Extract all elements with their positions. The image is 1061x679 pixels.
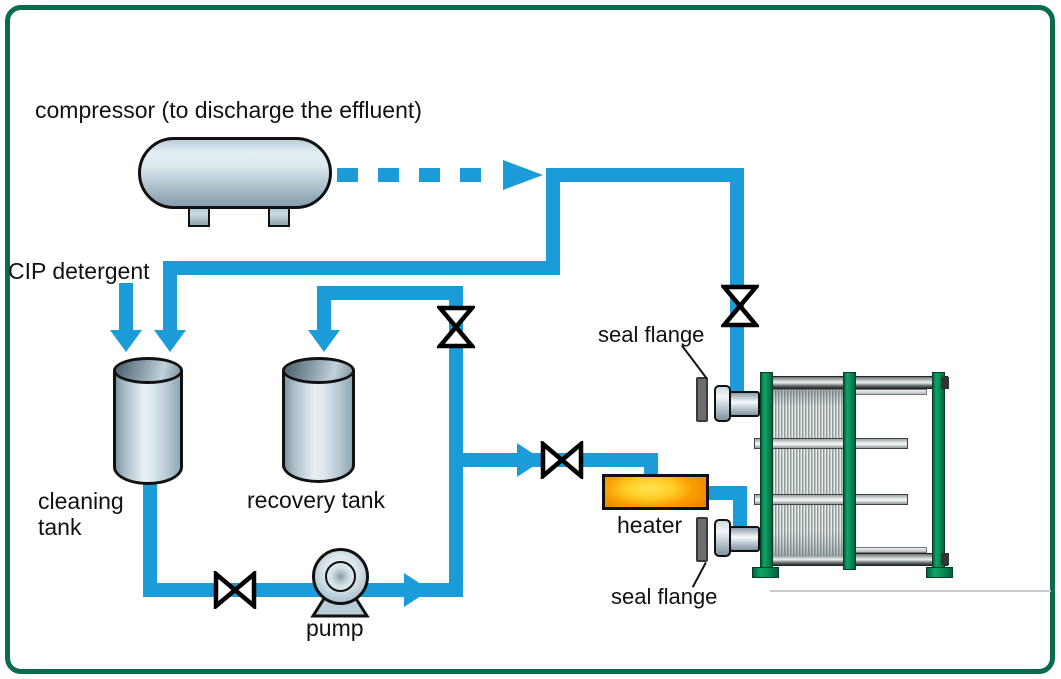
dashed-flow-arrow-icon bbox=[503, 160, 543, 190]
seal-flange-top-label: seal flange bbox=[598, 322, 705, 347]
exchanger-top-port bbox=[729, 391, 760, 417]
pipe-exchanger-feed-vertical bbox=[730, 168, 744, 395]
seal-flange-bottom bbox=[696, 517, 708, 562]
exchanger-plate-pack bbox=[772, 390, 844, 555]
exchanger-frame-column-middle bbox=[843, 372, 856, 570]
recovery-tank-opening bbox=[282, 357, 355, 384]
diagram-border-frame bbox=[5, 5, 1055, 674]
exchanger-frame-column-right bbox=[932, 372, 945, 570]
pipe-junction-vertical bbox=[546, 168, 560, 275]
pump-impeller bbox=[325, 561, 356, 592]
dashed-pipe-segment bbox=[460, 168, 481, 182]
pipe-cleaning-tank-drop bbox=[143, 478, 157, 597]
exchanger-guide-bar bbox=[754, 438, 908, 449]
cleaning-tank-label: cleaning tank bbox=[38, 488, 124, 540]
exchanger-foot-left bbox=[752, 567, 779, 578]
cleaning-tank-label-line1: cleaning bbox=[38, 488, 124, 514]
recovery-tank-label: recovery tank bbox=[247, 487, 386, 513]
pipe-cip-drop bbox=[163, 261, 177, 331]
dashed-pipe-segment bbox=[419, 168, 440, 182]
branch-flow-arrow-icon bbox=[517, 443, 543, 477]
valve-riser-icon bbox=[437, 305, 475, 349]
pipe-branch-elbow bbox=[644, 453, 658, 477]
pipe-riser-vertical bbox=[449, 286, 463, 597]
recovery-tank-body bbox=[282, 370, 355, 483]
exchanger-frame-column-left bbox=[760, 372, 773, 570]
pipe-heater-outlet-vertical bbox=[733, 486, 747, 530]
cleaning-tank-opening bbox=[113, 357, 183, 384]
cleaning-tank-label-line2: tank bbox=[38, 514, 82, 540]
pipe-cip-horizontal bbox=[163, 261, 560, 275]
pipe-detergent-arrow-shaft bbox=[119, 283, 133, 331]
valve-exchanger-feed-icon bbox=[721, 284, 759, 328]
heater-unit bbox=[602, 474, 709, 510]
detergent-flow-arrow-icon bbox=[110, 330, 142, 352]
exchanger-rail-cap bbox=[941, 377, 949, 389]
dashed-pipe-segment bbox=[378, 168, 399, 182]
valve-heater-branch-icon bbox=[540, 441, 584, 479]
pipe-top-horizontal bbox=[546, 168, 744, 182]
recovery-tank-vessel bbox=[282, 357, 355, 483]
recovery-flow-arrow-icon bbox=[308, 330, 340, 352]
exchanger-rail-cap bbox=[941, 553, 949, 565]
pipe-recovery-drop bbox=[317, 286, 331, 331]
cip-detergent-label: CIP detergent bbox=[8, 258, 150, 284]
pipe-recovery-horizontal bbox=[317, 286, 463, 300]
exchanger-bottom-port bbox=[729, 526, 760, 552]
pump-outlet-flow-arrow-icon bbox=[404, 573, 430, 607]
dashed-pipe-segment bbox=[337, 168, 358, 182]
exchanger-bottom-port-flange bbox=[714, 519, 731, 557]
pipe-heater-outlet-horizontal bbox=[708, 486, 736, 500]
exchanger-top-rail bbox=[772, 376, 948, 389]
exchanger-guide-bar bbox=[754, 494, 908, 505]
ground-line bbox=[770, 590, 1051, 592]
cip-line-flow-arrow-icon bbox=[154, 330, 186, 352]
compressor-vessel bbox=[138, 137, 332, 209]
seal-flange-bottom-label: seal flange bbox=[611, 584, 718, 609]
pump-label: pump bbox=[306, 615, 364, 641]
cleaning-tank-vessel bbox=[113, 357, 183, 485]
valve-bottom-line-icon bbox=[213, 571, 257, 609]
seal-flange-top bbox=[696, 377, 708, 422]
compressor-label: compressor (to discharge the effluent) bbox=[35, 97, 422, 123]
cleaning-tank-body bbox=[113, 370, 183, 485]
exchanger-foot-right bbox=[926, 567, 953, 578]
heater-label: heater bbox=[617, 512, 683, 538]
exchanger-top-port-flange bbox=[714, 385, 731, 422]
